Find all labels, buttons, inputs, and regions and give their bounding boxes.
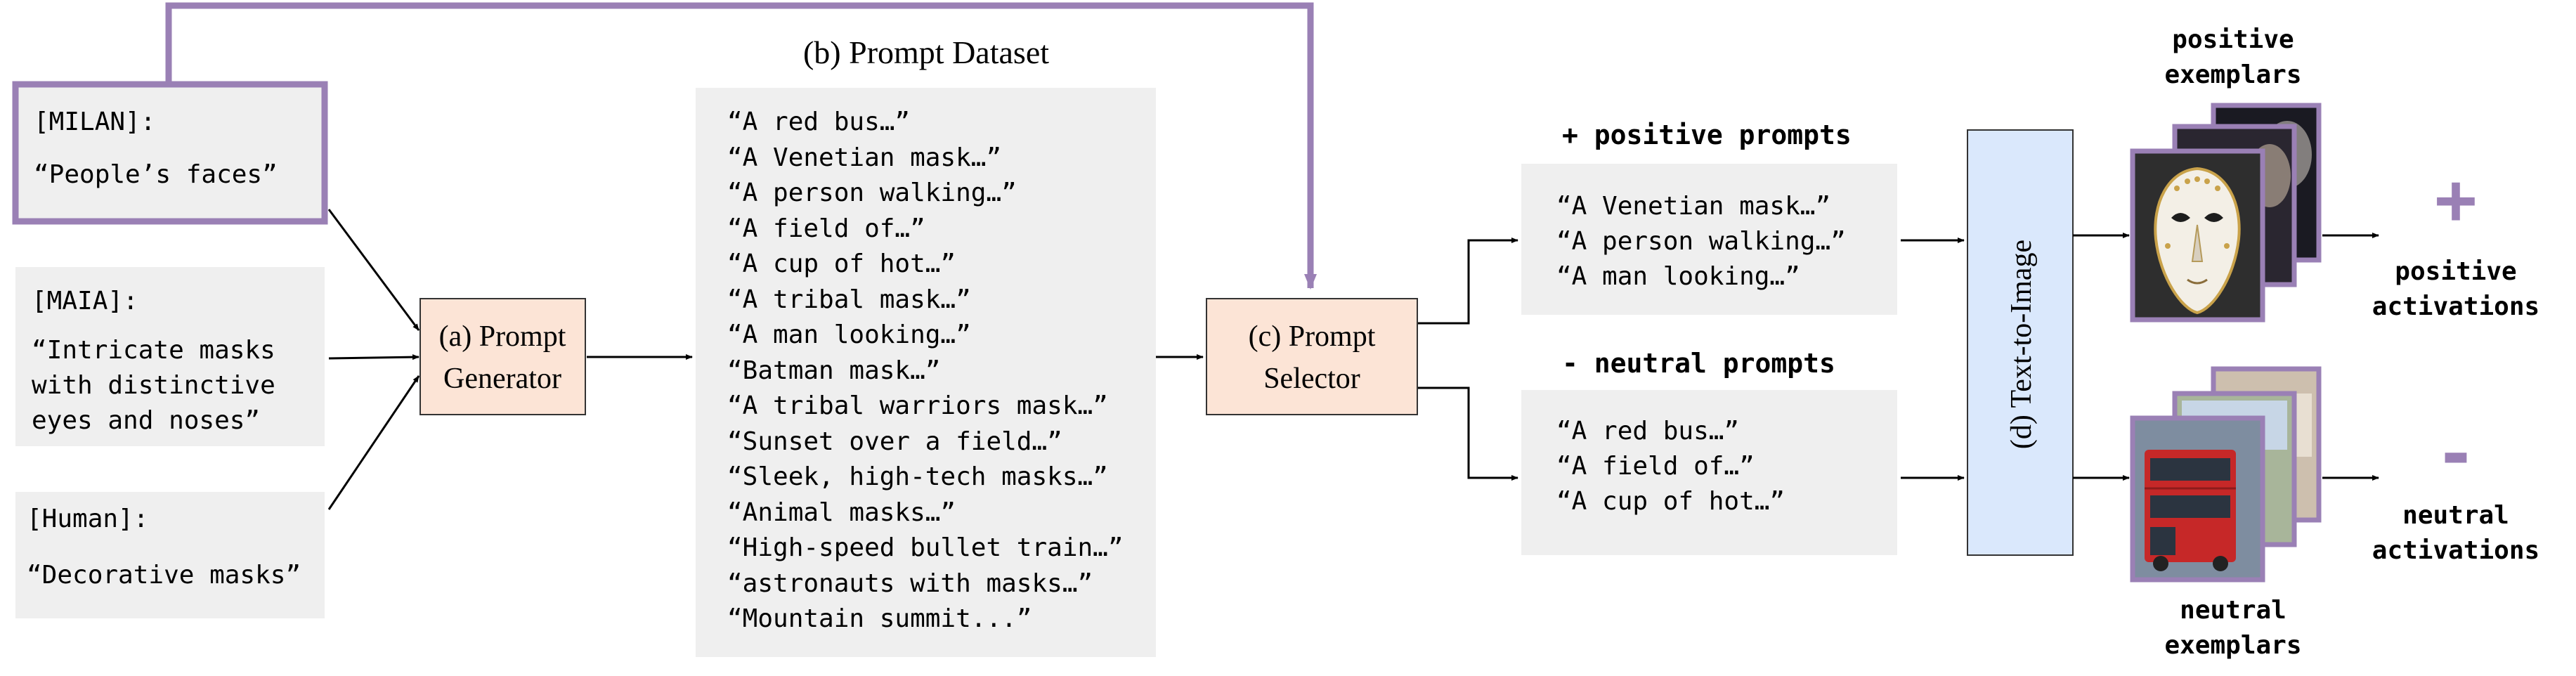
dataset-prompt: “Batman mask…” [727, 356, 940, 385]
neutral-prompt-2: “A field of…” [1556, 452, 1755, 481]
dataset-prompt: “A field of…” [727, 214, 925, 243]
positive-prompt-3: “A man looking…” [1556, 262, 1800, 291]
positive-exemplar-front [2130, 148, 2265, 323]
text-to-image-label: (d) Text-to-Image [2005, 240, 2038, 449]
neutral-prompts-panel: “A red bus…” “A field of…” “A cup of hot… [1521, 390, 1897, 555]
positive-exemplars-label-line-1: positive [2172, 25, 2294, 54]
maia-description-line-2: with distinctive [32, 371, 275, 400]
maia-description-line-1: “Intricate masks [32, 336, 275, 365]
feedback-path [165, 2, 1317, 290]
dataset-prompt: “A tribal mask…” [727, 285, 971, 314]
dataset-prompt: “A tribal warriors mask…” [727, 391, 1108, 420]
prompt-dataset-panel: “A red bus…” “A Venetian mask…” “A person … [696, 88, 1156, 657]
milan-description: “People’s faces” [34, 160, 278, 189]
arrow-milan-to-generator [327, 209, 420, 331]
dataset-title: (b) Prompt Dataset [803, 34, 1049, 70]
neutral-activations-label-line-1: neutral [2402, 501, 2509, 530]
positive-sign: + [2435, 158, 2477, 240]
prompt-selector-line-2: Selector [1263, 363, 1360, 395]
dataset-prompt: “A cup of hot…” [727, 249, 956, 278]
positive-exemplars-label-line-2: exemplars [2164, 60, 2301, 89]
neutral-activations-label-line-2: activations [2372, 536, 2539, 565]
dataset-prompt: “Animal masks…” [727, 498, 956, 527]
neutral-prompts-heading: - neutral prompts [1562, 348, 1835, 379]
prompt-generator-line-1: (a) Prompt [439, 320, 566, 353]
description-maia: [MAIA]: “Intricate masks with distinctiv… [15, 267, 325, 446]
human-description: “Decorative masks” [27, 561, 301, 590]
positive-prompts-panel: “A Venetian mask…” “A person walking…” “… [1521, 164, 1897, 315]
human-source-label: [Human]: [27, 505, 148, 533]
dataset-prompt-list: “A red bus…” “A Venetian mask…” “A person … [727, 108, 1124, 633]
prompt-selector-line-1: (c) Prompt [1249, 320, 1376, 353]
text-to-image-box: (d) Text-to-Image [1967, 129, 2074, 556]
neutral-prompt-3: “A cup of hot…” [1556, 487, 1785, 516]
arrow-selector-to-neutral [1418, 386, 1518, 481]
neutral-exemplars-label-line-1: neutral [2180, 596, 2286, 625]
neutral-prompt-1: “A red bus…” [1556, 417, 1739, 446]
dataset-prompt: “Mountain summit...” [727, 604, 1032, 633]
prompt-generator-box: (a) Prompt Generator [419, 298, 586, 415]
dataset-prompt: “Sleek, high-tech masks…” [727, 462, 1108, 491]
red-bus-icon [2145, 450, 2236, 571]
maia-description-line-3: eyes and noses” [32, 406, 260, 435]
neutral-exemplars-label-line-2: exemplars [2164, 631, 2301, 660]
neutral-exemplar-front [2130, 415, 2265, 583]
dataset-prompt: “A person walking…” [727, 178, 1017, 207]
positive-prompt-2: “A person walking…” [1556, 227, 1846, 256]
positive-exemplar-stack [2130, 103, 2322, 323]
prompt-selector-box: (c) Prompt Selector [1206, 298, 1418, 415]
arrow-selector-to-positive [1418, 238, 1518, 325]
positive-activations-label-line-1: positive [2395, 257, 2516, 286]
arrow-human-to-generator [327, 375, 420, 510]
dataset-prompt: “Sunset over a field…” [727, 427, 1062, 456]
dataset-prompt: “astronauts with masks…” [727, 569, 1093, 598]
arrow-maia-to-generator [328, 354, 419, 360]
neutral-sign: - [2435, 412, 2477, 495]
venetian-mask-icon [2154, 167, 2241, 315]
positive-prompt-1: “A Venetian mask…” [1556, 192, 1830, 221]
prompt-generator-line-2: Generator [443, 363, 561, 395]
dataset-prompt: “A red bus…” [727, 108, 910, 136]
dataset-prompt: “A man looking…” [727, 320, 971, 349]
dataset-prompt: “High-speed bullet train…” [727, 533, 1124, 562]
description-milan: [MILAN]: “People’s faces” [12, 81, 328, 225]
positive-prompts-heading: + positive prompts [1562, 119, 1852, 150]
neutral-exemplar-stack [2130, 366, 2322, 583]
dataset-prompt: “A Venetian mask…” [727, 143, 1001, 172]
description-human: [Human]: “Decorative masks” [15, 492, 325, 618]
maia-source-label: [MAIA]: [32, 287, 138, 316]
milan-source-label: [MILAN]: [34, 108, 155, 136]
positive-activations-label-line-2: activations [2372, 292, 2539, 321]
